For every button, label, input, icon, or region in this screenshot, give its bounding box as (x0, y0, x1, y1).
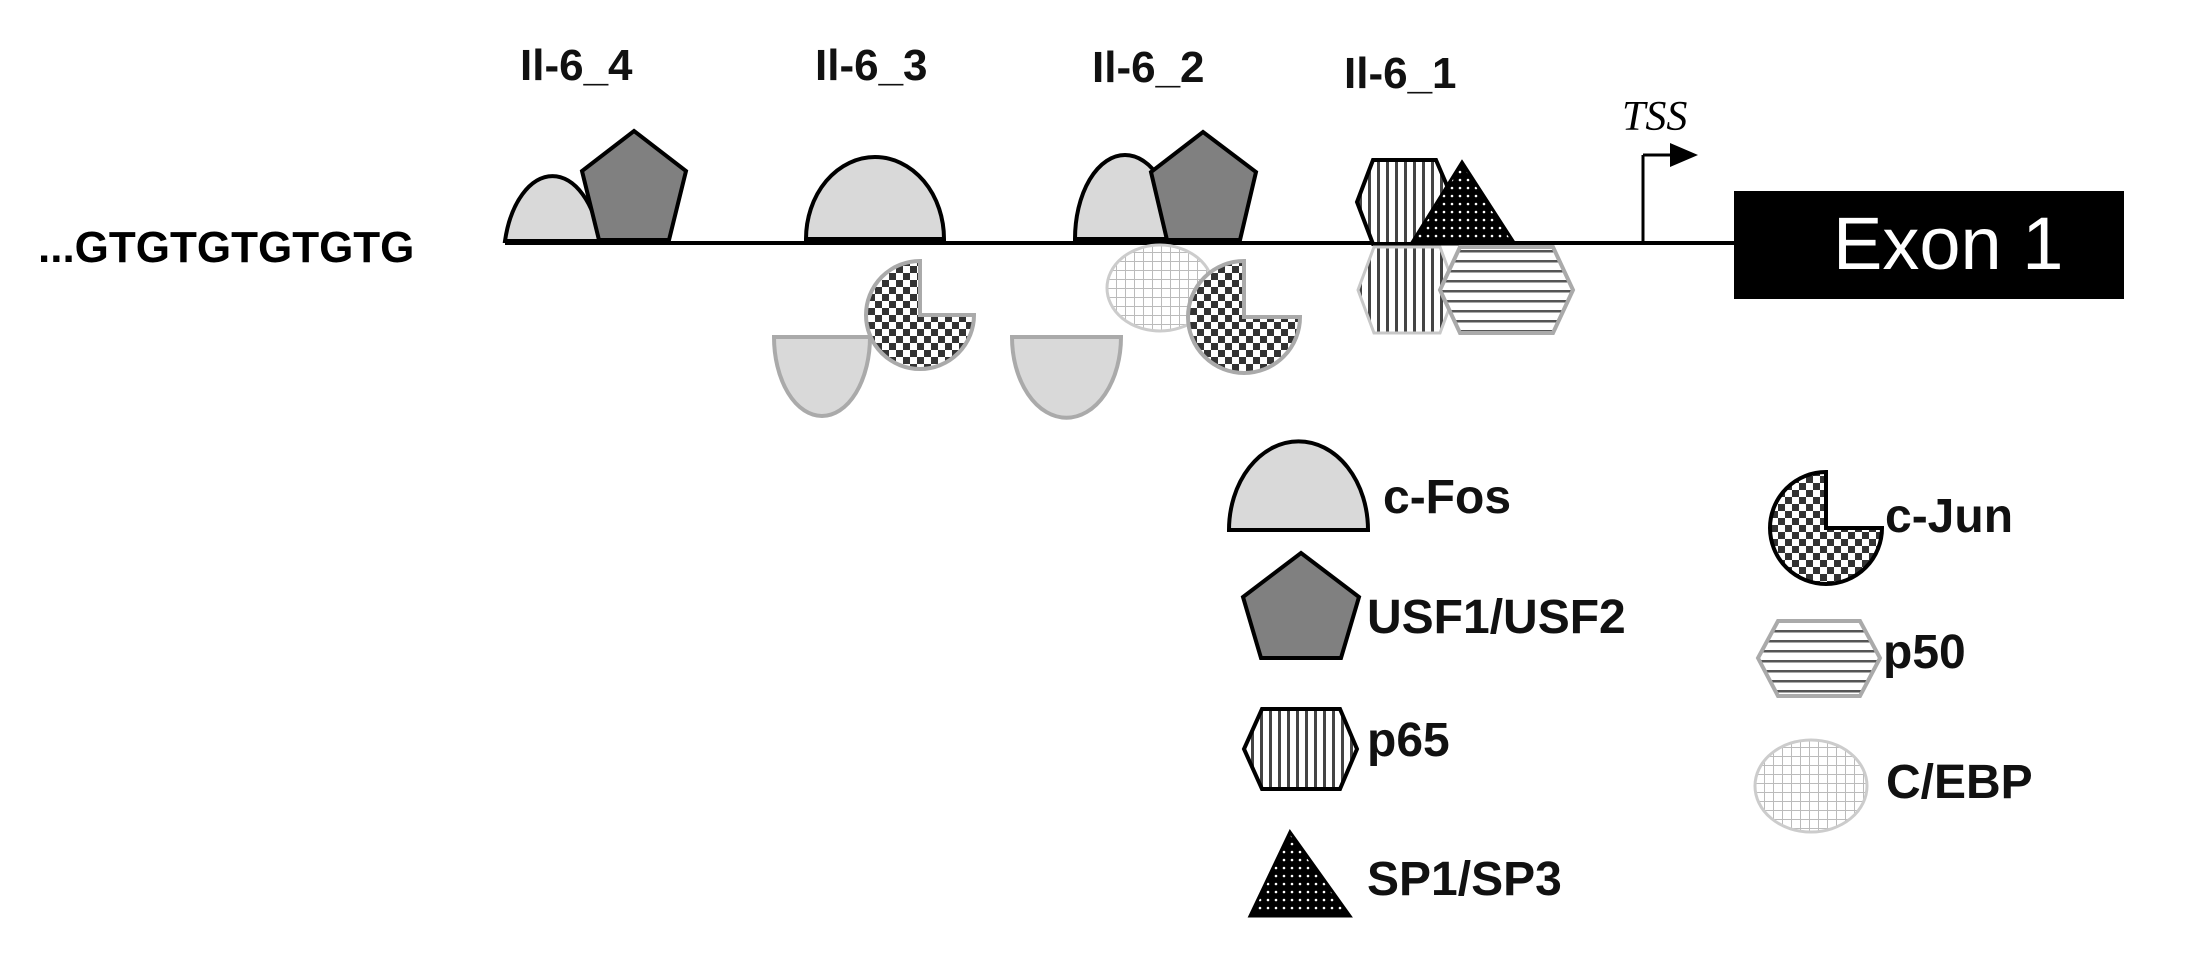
p65-hexagon-icon (1356, 245, 1458, 335)
c-jun-icon (864, 258, 977, 371)
legend-p65-label: p65 (1367, 714, 1450, 767)
legend-sp-triangle-icon (1247, 829, 1353, 918)
tss-label: TSS (1622, 94, 1687, 140)
c-fos-icon (1009, 335, 1124, 420)
site-label-il6-3: Il-6_3 (815, 41, 928, 90)
legend-c-fos-icon (1226, 439, 1371, 532)
site-label-il6-2: Il-6_2 (1092, 43, 1205, 92)
p50-hexagon-icon (1437, 245, 1576, 335)
site-label-il6-4: Il-6_4 (520, 41, 633, 90)
legend-c-jun-label: c-Jun (1885, 490, 2013, 543)
tss-arrow-icon (1641, 143, 1698, 243)
legend-usf-pentagon-icon (1240, 550, 1362, 660)
legend-c-fos-label: c-Fos (1383, 471, 1511, 524)
usf-pentagon-icon (1148, 129, 1259, 242)
usf-pentagon-icon (579, 128, 689, 242)
legend-p65-hexagon-icon (1241, 707, 1360, 791)
site-label-il6-1: Il-6_1 (1344, 49, 1457, 98)
exon-1-box (1734, 191, 2124, 299)
legend-usf-label: USF1/USF2 (1367, 591, 1626, 644)
legend-p50-label: p50 (1883, 626, 1966, 679)
legend-p50-hexagon-icon (1755, 619, 1883, 698)
exon-1-label: Exon 1 (1833, 202, 2063, 285)
legend-c-ebp-label: C/EBP (1886, 756, 2033, 809)
sp-triangle-icon (1408, 159, 1518, 246)
legend-c-jun-icon (1768, 469, 1885, 586)
c-fos-icon (771, 335, 873, 418)
legend-sp-label: SP1/SP3 (1367, 853, 1562, 906)
c-fos-icon (803, 155, 947, 241)
sequence-prefix: ...GTGTGTGTGTG (38, 223, 414, 272)
legend-c-ebp-icon (1753, 738, 1869, 834)
c-jun-icon (1186, 258, 1303, 375)
